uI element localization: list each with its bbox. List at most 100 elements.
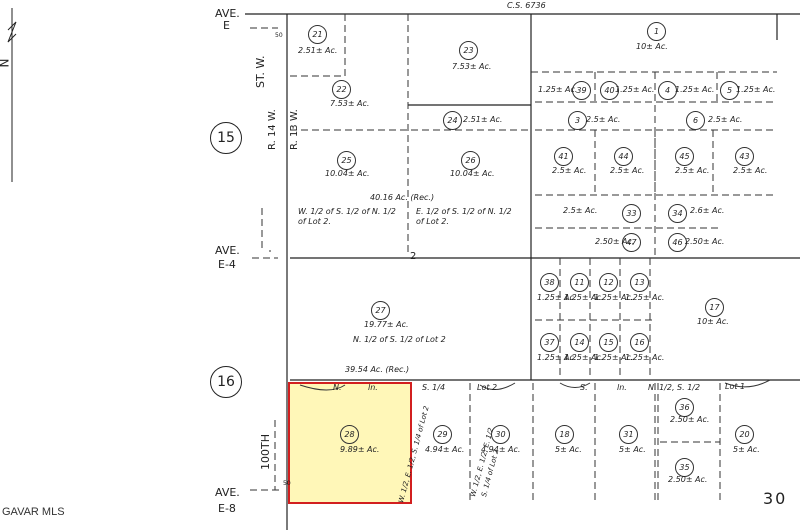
parcel-43-acreage: 2.5± Ac. (733, 166, 768, 175)
parcel-18-acreage: 5± Ac. (555, 445, 582, 454)
note-nhs12: N. 1/2, S. 1/2 (648, 383, 701, 392)
parcel-27-number: 27 (371, 301, 390, 320)
parcel-4-acreage: 1.25± Ac. (675, 85, 715, 94)
parcel-45-acreage: 2.5± Ac. (675, 166, 710, 175)
parcel-39-number: 39 (572, 81, 591, 100)
parcel-41-number: 41 (554, 147, 573, 166)
survey-label: C.S. 6736 (507, 1, 546, 10)
parcel-46-acreage: 2.50± Ac. (685, 237, 725, 246)
parcel-15-number: 15 (599, 333, 618, 352)
road-ave-e: AVE. (215, 7, 240, 20)
parcel-21-acreage: 2.51± Ac. (298, 46, 338, 55)
parcel-22-number: 22 (332, 80, 351, 99)
note-n: N. (333, 383, 342, 392)
parcel-41-acreage: 2.5± Ac. (552, 166, 587, 175)
parcel-37-acreage: 1.25± Ac. (537, 353, 577, 362)
road-ave-e-sub: E (223, 19, 230, 32)
road-st-w: ST. W. (254, 55, 267, 88)
parcel-5-number: 5 (720, 81, 739, 100)
parcel-29-acreage: 4.94± Ac. (425, 445, 465, 454)
parcel-14-number: 14 (570, 333, 589, 352)
road-ave-e4-sub: E-4 (218, 258, 236, 271)
road-ave-e4: AVE. (215, 244, 240, 257)
note-wh-left-2: of Lot 2. (298, 217, 331, 226)
parcel-11-number: 11 (570, 273, 589, 292)
parcel-38-acreage: 1.25± Ac. (537, 293, 577, 302)
north-letter: N (0, 59, 11, 68)
parcel-31-number: 31 (619, 425, 638, 444)
parcel-4-number: 4 (658, 81, 677, 100)
parcel-24-number: 24 (443, 111, 462, 130)
note-wh-left-1: W. 1/2 of S. 1/2 of N. 1/2 (298, 207, 396, 216)
section-number-15: 15 (210, 122, 242, 154)
parcel-31-acreage: 5± Ac. (619, 445, 646, 454)
range-r13w: R. 13 W. (289, 109, 300, 150)
parcel-1-acreage: 10± Ac. (636, 42, 668, 51)
parcel-30-number: 30 (491, 425, 510, 444)
north-arrow-icon (7, 8, 17, 182)
parcel-34-number: 34 (668, 204, 687, 223)
parcel-5-acreage: 1.25± Ac. (736, 85, 776, 94)
note-lot2: Lot 2 (477, 383, 498, 392)
note-lot1: Lot 1 (725, 382, 746, 391)
parcel-35-acreage: 2.50± Ac. (668, 475, 708, 484)
parcel-12-number: 12 (599, 273, 618, 292)
parcel-40-acreage: 1.25± Ac. (615, 85, 655, 94)
parcel-6-acreage: 2.5± Ac. (708, 115, 743, 124)
note-ln2: ln. (617, 383, 627, 392)
parcel-11-acreage: 1.25± Ac. (564, 293, 604, 302)
parcel-39-acreage: 1.25± Ac. (538, 85, 578, 94)
parcel-29-number: 29 (433, 425, 452, 444)
parcel-16-acreage: 1.25± Ac. (625, 353, 665, 362)
parcel-12-acreage: 1.25± Ac. (594, 293, 634, 302)
parcel-20-acreage: 5± Ac. (733, 445, 760, 454)
parcel-24-acreage: 2.51± Ac. (463, 115, 503, 124)
note-rec-3954: 39.54 Ac. (Rec.) (345, 365, 410, 374)
parcel-37-number: 37 (540, 333, 559, 352)
parcel-16-number: 16 (630, 333, 649, 352)
dist-50-bottom: 50 (283, 480, 291, 487)
parcel-15-acreage: 1.25± Ac. (594, 353, 634, 362)
parcel-30-acreage: 4.94± Ac. (481, 445, 521, 454)
parcel-44-acreage: 2.5± Ac. (610, 166, 645, 175)
parcel-40-number: 40 (600, 81, 619, 100)
parcel-43-number: 43 (735, 147, 754, 166)
parcel-33-acreage: 2.5± Ac. (563, 206, 598, 215)
note-s14: S. 1/4 (422, 383, 446, 392)
parcel-18-number: 18 (555, 425, 574, 444)
parcel-13-acreage: 1.25± Ac. (625, 293, 665, 302)
parcel-13-number: 13 (630, 273, 649, 292)
parcel-28-number: 28 (340, 425, 359, 444)
note-eh-right-2: of Lot 2. (416, 217, 449, 226)
note-s: S. (580, 383, 588, 392)
parcel-44-number: 44 (614, 147, 633, 166)
parcel-46-number: 46 (668, 233, 687, 252)
parcel-25-acreage: 10.04± Ac. (325, 169, 370, 178)
parcel-45-number: 45 (675, 147, 694, 166)
note-rec-4016: 40.16 Ac. (Rec.) (370, 193, 435, 202)
parcel-47-acreage: 2.50± Ac. (595, 237, 635, 246)
parcel-36-acreage: 2.50± Ac. (670, 415, 710, 424)
parcel-26-number: 26 (461, 151, 480, 170)
boundary-lines (245, 13, 800, 530)
parcel-20-number: 20 (735, 425, 754, 444)
parcel-33-number: 33 (622, 204, 641, 223)
parcel-23-number: 23 (459, 41, 478, 60)
note-ln: ln. (368, 383, 378, 392)
parcel-35-number: 35 (675, 458, 694, 477)
parcel-47-number: 47 (622, 233, 641, 252)
parcel-6-number: 6 (686, 111, 705, 130)
parcel-17-acreage: 10± Ac. (697, 317, 729, 326)
road-ave-e8: AVE. (215, 486, 240, 499)
section-number-16: 16 (210, 366, 242, 398)
parcel-26-acreage: 10.04± Ac. (450, 169, 495, 178)
parcel-22-acreage: 7.53± Ac. (330, 99, 370, 108)
parcel-14-acreage: 1.25± Ac. (564, 353, 604, 362)
corner-number: 30 (763, 489, 788, 508)
watermark: GAVAR MLS (2, 506, 65, 518)
parcel-1-number: 1 (647, 22, 666, 41)
parcel-28-acreage: 9.89± Ac. (340, 445, 380, 454)
parcel-23-acreage: 7.53± Ac. (452, 62, 492, 71)
center-label: 2 (410, 251, 417, 262)
